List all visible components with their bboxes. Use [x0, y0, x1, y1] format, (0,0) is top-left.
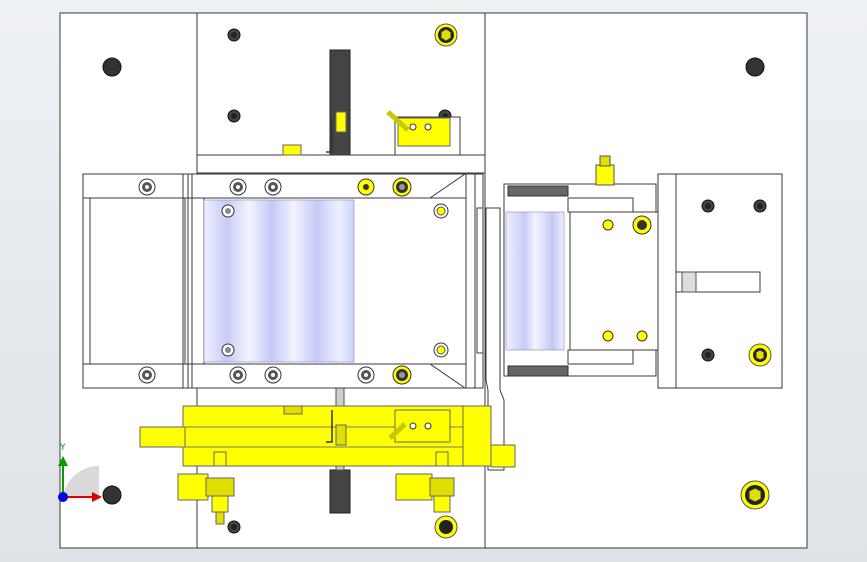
cylinder-assembly-bottom — [139, 405, 516, 468]
hole-group-top — [227, 28, 452, 534]
guide-rod-bottom — [329, 469, 351, 514]
bolt-row-bottom — [138, 342, 449, 385]
sensor-bracket-top — [196, 110, 486, 174]
axis-y-label: Y — [60, 443, 66, 453]
mounting-hole-icon — [102, 485, 122, 505]
socket-head-bolt-icon — [740, 480, 770, 510]
pneumatic-fitting-icon — [177, 451, 235, 525]
cylinder-assembly-right — [503, 155, 681, 377]
bolt-row-top — [138, 177, 449, 219]
transparent-cover-main — [203, 199, 355, 363]
socket-head-bolt-icon — [434, 515, 458, 539]
mounting-hole-icon — [102, 57, 122, 77]
pneumatic-fitting-icon — [395, 451, 455, 513]
mounting-hole-icon — [745, 57, 765, 77]
end-block-right — [657, 173, 783, 389]
guide-rod-top — [329, 49, 351, 156]
socket-head-bolt-icon — [434, 23, 458, 47]
coordinate-triad — [58, 456, 102, 502]
